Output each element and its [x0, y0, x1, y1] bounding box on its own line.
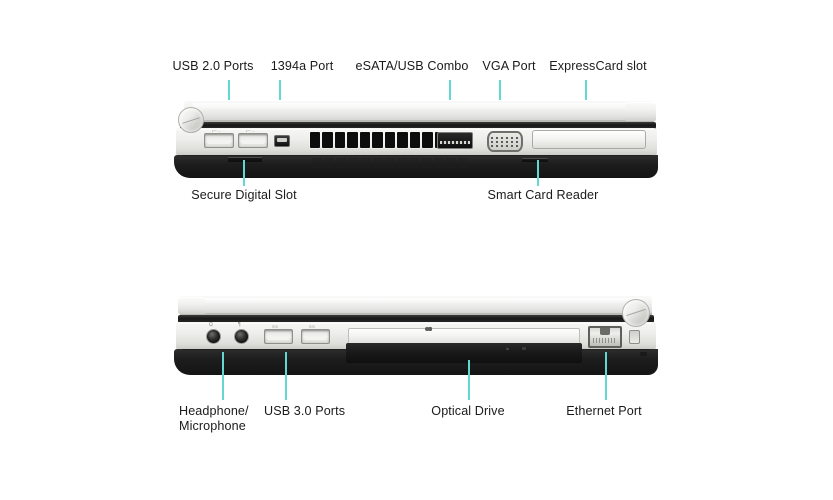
vent-slot-reflection	[457, 158, 469, 168]
vent-slot	[310, 132, 321, 148]
leader-headphone-microphone	[222, 352, 224, 400]
usb-2-0-port-1-symbol: •─→	[212, 128, 222, 133]
lid-bottom-edge	[184, 120, 654, 122]
label-headphone-microphone: Headphone/ Microphone	[179, 404, 249, 433]
label-esata-usb-combo: eSATA/USB Combo	[355, 59, 469, 73]
leader-usb-3-0-ports	[285, 352, 287, 400]
optical-drive-face[interactable]	[346, 343, 582, 363]
lid-bottom-edge-front	[180, 313, 652, 315]
label-optical-drive: Optical Drive	[431, 404, 505, 418]
leader-optical-drive	[468, 360, 470, 400]
kensington-lock-slot	[640, 352, 647, 356]
headphone-jack[interactable]	[206, 329, 221, 344]
label-secure-digital-slot: Secure Digital Slot	[191, 188, 297, 202]
laptop-lid	[184, 100, 654, 122]
vent-slot-reflection	[421, 158, 432, 168]
lid-base-seam-front	[178, 315, 654, 323]
rj45-contacts	[593, 338, 617, 344]
vent-slot-reflection	[360, 158, 371, 168]
label-usb-3-0-ports: USB 3.0 Ports	[264, 404, 346, 418]
vent-slot	[397, 132, 408, 148]
vent-slot	[322, 132, 333, 148]
vent-slot	[334, 132, 346, 148]
vga-pin-row-3	[491, 145, 519, 147]
vent-slot	[359, 132, 371, 148]
vga-pin-row-2	[491, 141, 519, 143]
hinge-cap-right	[622, 299, 650, 327]
lid-base-seam	[180, 122, 656, 129]
1394a-port[interactable]	[274, 135, 290, 147]
port-strip-highlight-front	[178, 323, 652, 324]
label-ethernet-port: Ethernet Port	[566, 404, 642, 418]
leader-smart-card-reader	[537, 160, 539, 186]
lid-sheen-front	[189, 297, 643, 304]
label-smart-card-reader: Smart Card Reader	[487, 188, 599, 202]
vent-slot-reflection	[433, 158, 444, 168]
headphone-icon: Ω	[209, 322, 213, 328]
hinge-cap-left	[178, 107, 204, 133]
auxiliary-port[interactable]	[629, 330, 640, 344]
expresscard-slot[interactable]	[532, 130, 646, 149]
leader-ethernet-port	[605, 352, 607, 400]
usb-3-0-port-1-symbol: SS	[272, 324, 279, 329]
vent-slot-reflection	[336, 158, 347, 168]
lid-sheen	[193, 103, 645, 110]
lid-left-bevel-front	[178, 297, 206, 314]
vent-slot-reflection	[409, 158, 420, 168]
vent-slot	[372, 132, 383, 148]
vent-slot	[347, 132, 358, 148]
vent-slot-reflection	[348, 158, 359, 168]
lid-right-bevel	[625, 102, 656, 121]
usb-2-0-port-2[interactable]	[238, 133, 268, 148]
laptop-front-view: Ω ¶ SS SS	[170, 295, 660, 377]
optical-drive-led	[506, 348, 509, 350]
optical-drive-eject-button[interactable]	[522, 347, 526, 350]
rj45-ethernet-port[interactable]	[588, 326, 622, 348]
vga-pin-row-1	[491, 137, 519, 139]
underbody-top-line	[182, 155, 652, 156]
esata-usb-combo-port[interactable]	[437, 132, 473, 149]
label-vga-port: VGA Port	[482, 59, 536, 73]
leader-secure-digital-slot	[243, 160, 245, 186]
esata-contacts	[440, 140, 470, 144]
smart-card-reader-slot[interactable]	[522, 158, 548, 162]
microphone-jack[interactable]	[234, 329, 249, 344]
usb-3-0-port-1[interactable]	[264, 329, 293, 344]
laptop-lid-front	[180, 295, 652, 315]
rj45-latch	[600, 328, 610, 335]
vga-port[interactable]	[487, 131, 523, 152]
vent-slot-reflection	[384, 158, 396, 168]
label-expresscard-slot: ExpressCard slot	[549, 59, 647, 73]
vent-slot-reflection	[324, 158, 335, 168]
vent-slot-reflection	[372, 158, 383, 168]
usb-3-0-port-2-symbol: SS	[309, 324, 316, 329]
usb-3-0-port-2[interactable]	[301, 329, 330, 344]
label-usb-2-0-ports: USB 2.0 Ports	[172, 59, 254, 73]
vent-slot	[409, 132, 421, 148]
cooling-vents-reflection	[312, 158, 469, 168]
port-strip-highlight	[178, 129, 654, 130]
ethernet-port-main[interactable]	[428, 327, 432, 331]
vent-slot	[422, 132, 433, 148]
vent-slot-reflection	[445, 158, 456, 168]
label-1394a-port: 1394a Port	[270, 59, 334, 73]
usb-2-0-port-1[interactable]	[204, 133, 234, 148]
secure-digital-slot[interactable]	[228, 157, 262, 162]
vent-slot-reflection	[397, 158, 408, 168]
microphone-icon: ¶	[238, 322, 241, 328]
usb-2-0-port-2-symbol: •─→	[246, 128, 256, 133]
vent-slot	[384, 132, 396, 148]
vent-slot-reflection	[312, 158, 323, 168]
